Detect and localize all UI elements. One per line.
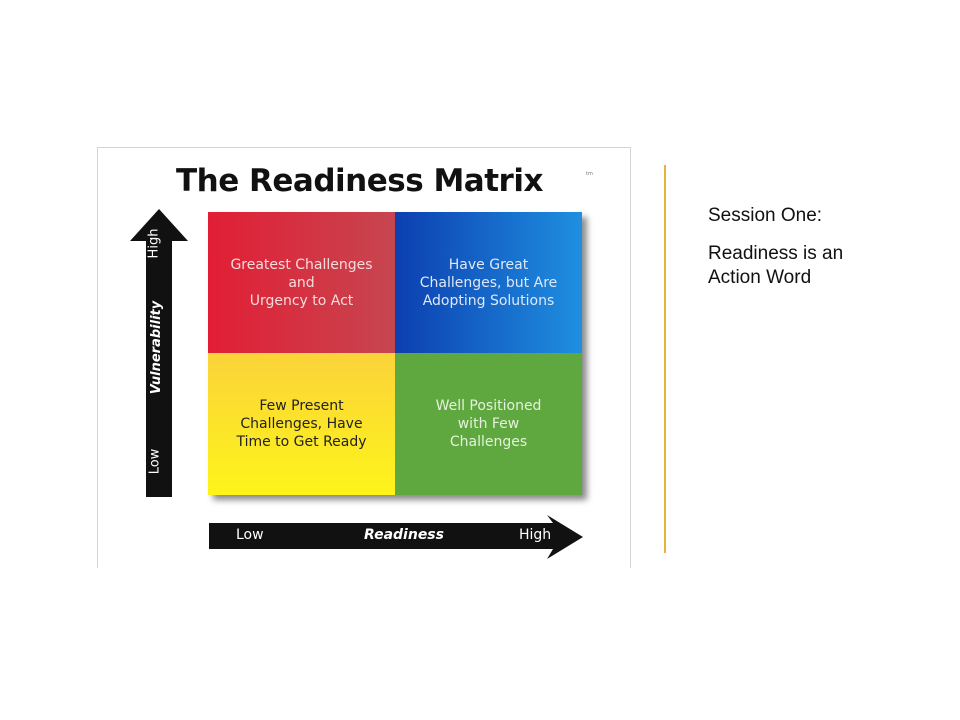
quadrant-text: Greatest Challenges and Urgency to Act — [230, 256, 373, 309]
quadrant-low-vulnerability-high-readiness: Well Positioned with Few Challenges — [395, 353, 582, 495]
matrix-title: The Readiness Matrix — [176, 163, 543, 199]
quadrant-high-vulnerability-low-readiness: Greatest Challenges and Urgency to Act — [208, 212, 395, 353]
quadrant-text: Few Present Challenges, Have Time to Get… — [236, 398, 367, 450]
vulnerability-axis-label: Vulnerability — [149, 300, 165, 395]
session-heading: Session One: — [708, 205, 823, 226]
vulnerability-arrow-icon — [130, 209, 188, 497]
quadrant-high-vulnerability-high-readiness: Have Great Challenges, but Are Adopting … — [395, 212, 582, 353]
vulnerability-low-label: Low — [147, 448, 163, 475]
trademark-mark: tm — [586, 171, 593, 177]
matrix-grid: Greatest Challenges and Urgency to Act H… — [208, 212, 582, 495]
readiness-low-label: Low — [236, 527, 264, 543]
quadrant-text: Well Positioned with Few Challenges — [435, 398, 542, 450]
vertical-divider — [664, 165, 666, 553]
readiness-arrow-icon — [209, 515, 583, 559]
session-subtitle: Readiness is an Action Word — [708, 243, 844, 288]
quadrant-low-vulnerability-low-readiness: Few Present Challenges, Have Time to Get… — [208, 353, 395, 495]
readiness-high-label: High — [519, 527, 552, 543]
vulnerability-high-label: High — [146, 228, 162, 259]
session-text: Session One: Readiness is an Action Word — [708, 204, 843, 304]
quadrant-text: Have Great Challenges, but Are Adopting … — [419, 256, 558, 309]
readiness-axis-label: Readiness — [364, 527, 444, 543]
